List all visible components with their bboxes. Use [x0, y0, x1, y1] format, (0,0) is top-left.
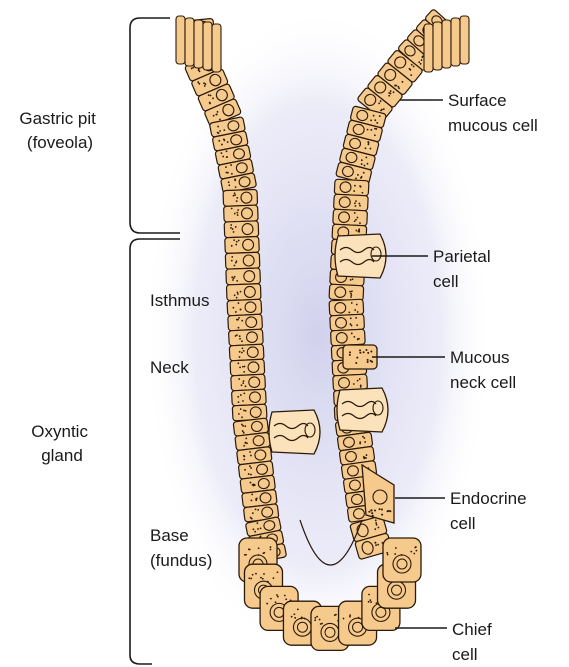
epithelial-cell [229, 344, 264, 361]
pit-mouth-cell [451, 18, 460, 66]
mucous-neck-cell [343, 345, 377, 369]
pit-mouth-cell [424, 24, 433, 72]
pit-mouth-cell [194, 20, 203, 68]
parietal-cell-right [337, 388, 388, 432]
epithelial-cell [333, 209, 368, 226]
epithelial-cell [227, 299, 262, 316]
chief-cell-label: Chief cell [452, 620, 496, 664]
epithelial-cell [334, 179, 369, 196]
oxyntic-gland-label: Oxyntic gland [31, 422, 92, 465]
pit-mouth-cell [433, 22, 442, 70]
epithelial-cell [224, 205, 259, 222]
epithelial-cell [230, 359, 265, 376]
epithelial-cell [228, 314, 263, 331]
isthmus-label: Isthmus [150, 291, 210, 310]
epithelial-cell [225, 237, 260, 254]
epithelial-cell [223, 189, 258, 206]
epithelial-cell [224, 221, 259, 238]
pit-mouth-cell [442, 20, 451, 68]
neck-label: Neck [150, 358, 189, 377]
pit-mouth-cell [203, 22, 212, 70]
epithelial-cell [329, 284, 364, 301]
parietal-cell-left [269, 410, 320, 454]
epithelial-cell [231, 374, 266, 391]
pit-mouth-cell [176, 16, 185, 64]
epithelial-cell [229, 329, 264, 346]
epithelial-cell [334, 194, 369, 211]
epithelial-cell [232, 389, 267, 406]
gastric-pit-label: Gastric pit (foveola) [19, 109, 100, 152]
epithelial-cell [225, 252, 260, 269]
chief-cell [383, 538, 421, 582]
epithelial-cell [226, 268, 261, 285]
epithelial-cell [330, 314, 365, 331]
pit-mouth-cell [460, 16, 469, 64]
epithelial-cell [226, 284, 261, 301]
epithelial-cell [331, 329, 366, 346]
epithelial-cell [329, 299, 364, 316]
pit-mouth-cell [185, 18, 194, 66]
pit-mouth-cell [212, 24, 221, 72]
surface-mucous-cell-label: Surface mucous cell [448, 91, 538, 135]
